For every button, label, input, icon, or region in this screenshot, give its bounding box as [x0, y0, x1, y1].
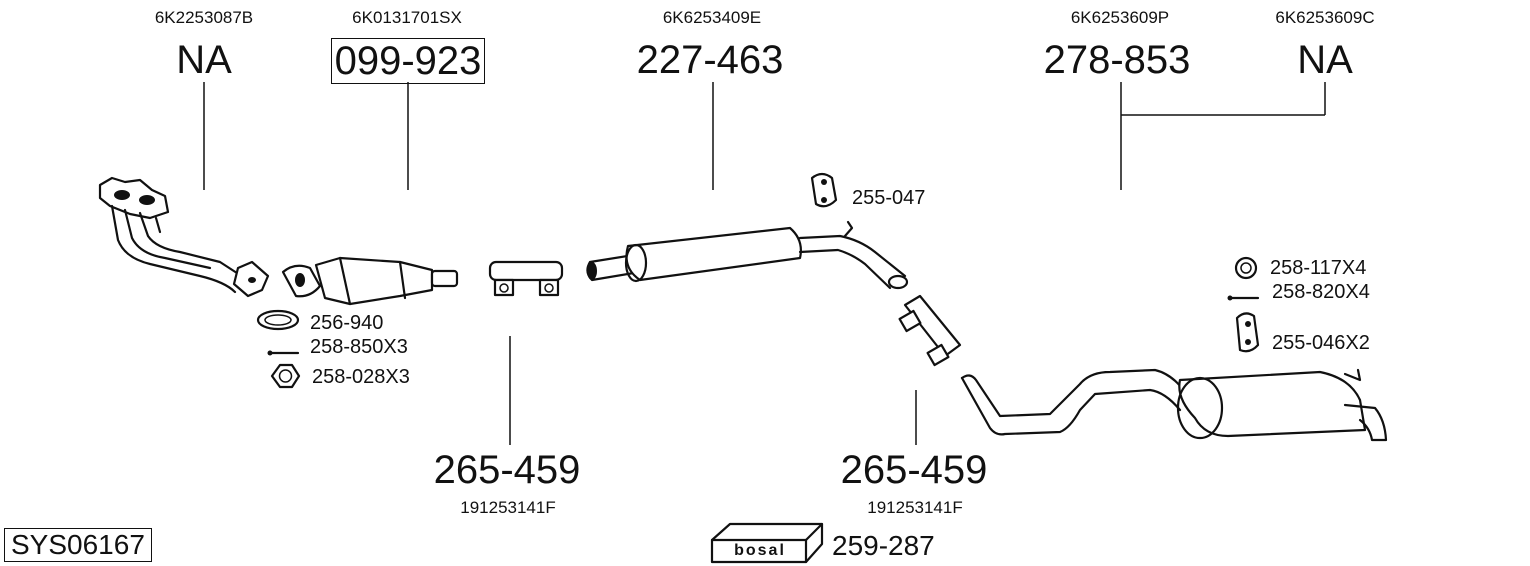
oem-number-clamp-rear: 191253141F	[867, 498, 963, 517]
rubber-mount-rear-icon	[1235, 312, 1260, 353]
leader-lines	[203, 82, 1326, 445]
oem-number-middle-silencer: 6K6253409E	[662, 8, 762, 27]
bolt-front-icon	[267, 350, 300, 356]
oem-number-clamp-front: 191253141F	[460, 498, 556, 517]
oem-number-rear-silencer: 6K6253609P	[1070, 8, 1170, 27]
system-code: SYS06167	[4, 528, 152, 562]
part-number-manifold[interactable]: NA	[176, 38, 232, 82]
part-number-middle-silencer[interactable]: 227-463	[636, 38, 784, 82]
accessory-bolt-front-label[interactable]: 258-850X3	[310, 336, 408, 358]
part-number-rear-silencer-alt[interactable]: NA	[1297, 38, 1353, 82]
clamp-rear-drawing	[898, 294, 962, 367]
oem-number-catalyst: 6K0131701SX	[352, 8, 462, 27]
accessory-nut-front-label[interactable]: 258-028X3	[312, 366, 410, 388]
part-number-clamp-front[interactable]: 265-459	[433, 448, 581, 492]
part-number-catalyst-label: 099-923	[330, 38, 486, 84]
part-number-rear-silencer[interactable]: 278-853	[1043, 38, 1191, 82]
ring-rear-icon	[1234, 256, 1258, 280]
part-number-clamp-rear[interactable]: 265-459	[840, 448, 988, 492]
rubber-mount-mid-drawing	[810, 172, 838, 208]
manifold-drawing	[98, 176, 270, 298]
part-number-catalyst[interactable]: 099-923	[278, 38, 538, 84]
oem-number-manifold: 6K2253087B	[154, 8, 254, 27]
accessory-rubber-mount-rear-label[interactable]: 255-046X2	[1272, 332, 1370, 354]
oem-number-rear-silencer-alt: 6K6253609C	[1275, 8, 1375, 27]
accessory-rubber-mount-mid-label[interactable]: 255-047	[852, 187, 926, 209]
accessory-ring-rear-label[interactable]: 258-117X4	[1270, 257, 1367, 279]
rear-silencer-drawing	[960, 368, 1388, 442]
middle-silencer-drawing	[586, 220, 909, 290]
gasket-icon	[256, 309, 300, 331]
catalytic-converter-drawing	[281, 256, 459, 306]
brand-logo: bosal	[734, 542, 786, 559]
bolt-rear-icon	[1227, 295, 1260, 301]
accessory-gasket-label[interactable]: 256-940	[310, 312, 384, 334]
nut-front-icon	[270, 363, 301, 389]
bosal-kit-box-icon	[710, 522, 824, 564]
accessory-bolt-rear-label[interactable]: 258-820X4	[1272, 281, 1370, 303]
mounting-kit-number[interactable]: 259-287	[832, 530, 935, 561]
clamp-front-drawing	[488, 260, 564, 297]
